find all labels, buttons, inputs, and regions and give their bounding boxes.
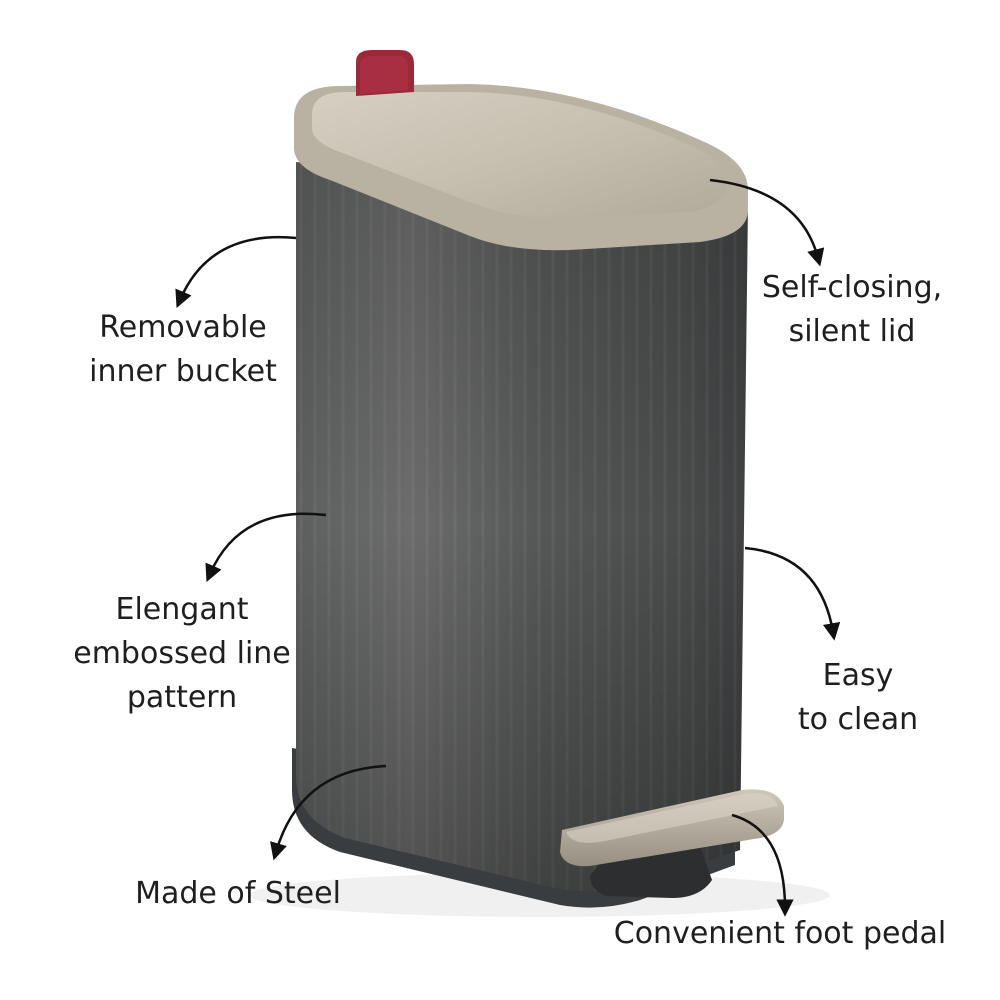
callout-text: embossed line xyxy=(73,636,291,671)
callout-text: to clean xyxy=(797,702,919,737)
callout-text: Removable xyxy=(99,310,267,345)
callout-embossed-pattern: Elengant embossed line pattern xyxy=(62,588,302,720)
bin-body-shading xyxy=(296,162,748,892)
callout-easy-to-clean: Easy to clean xyxy=(778,654,938,742)
callout-made-of-steel: Made of Steel xyxy=(118,872,358,916)
arrow-steel xyxy=(270,764,387,861)
callout-inner-bucket: Removable inner bucket xyxy=(78,306,288,394)
callout-text: Self-closing, xyxy=(761,270,943,305)
callout-text: Easy xyxy=(822,658,894,693)
callout-foot-pedal: Convenient foot pedal xyxy=(600,912,960,956)
callout-text: Elengant xyxy=(115,592,249,627)
arrow-pattern xyxy=(205,512,327,583)
callout-text: Convenient foot pedal xyxy=(613,916,947,951)
callout-text: silent lid xyxy=(788,314,916,349)
lid-top xyxy=(312,92,728,219)
arrow-self-closing xyxy=(709,178,825,267)
callout-text: pattern xyxy=(126,680,238,715)
callout-self-closing-lid: Self-closing, silent lid xyxy=(752,266,952,354)
arrow-foot-pedal xyxy=(731,813,794,917)
callout-text: inner bucket xyxy=(89,354,277,389)
callout-text: Made of Steel xyxy=(135,876,341,911)
arrow-inner-bucket xyxy=(175,235,297,309)
arrow-easy-clean xyxy=(744,546,841,641)
